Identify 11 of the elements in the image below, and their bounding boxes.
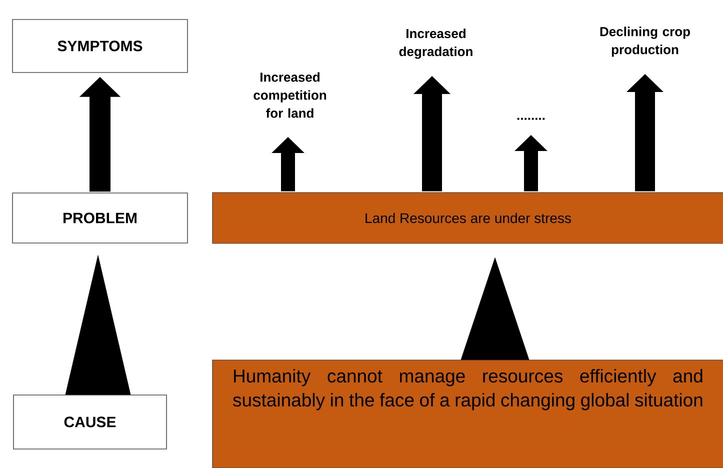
- symptom-label: Declining crop production: [600, 26, 690, 57]
- symptom-label: Increased degradation: [399, 28, 472, 59]
- label-box: SYMPTOMS: [12, 19, 188, 73]
- triangle-arrow: [65, 255, 131, 395]
- cause-band: Humanity cannot manage resources efficiently and sustainably in the face of a rapid changing global situation: [212, 360, 723, 468]
- symptom-label: ........: [517, 118, 545, 120]
- triangle-arrow: [460, 258, 530, 360]
- label-box: PROBLEM: [12, 192, 188, 244]
- symptom-label: Increased competition for land: [254, 72, 326, 118]
- problem-band: Land Resources are under stress: [212, 192, 723, 244]
- label-box: CAUSE: [13, 394, 167, 450]
